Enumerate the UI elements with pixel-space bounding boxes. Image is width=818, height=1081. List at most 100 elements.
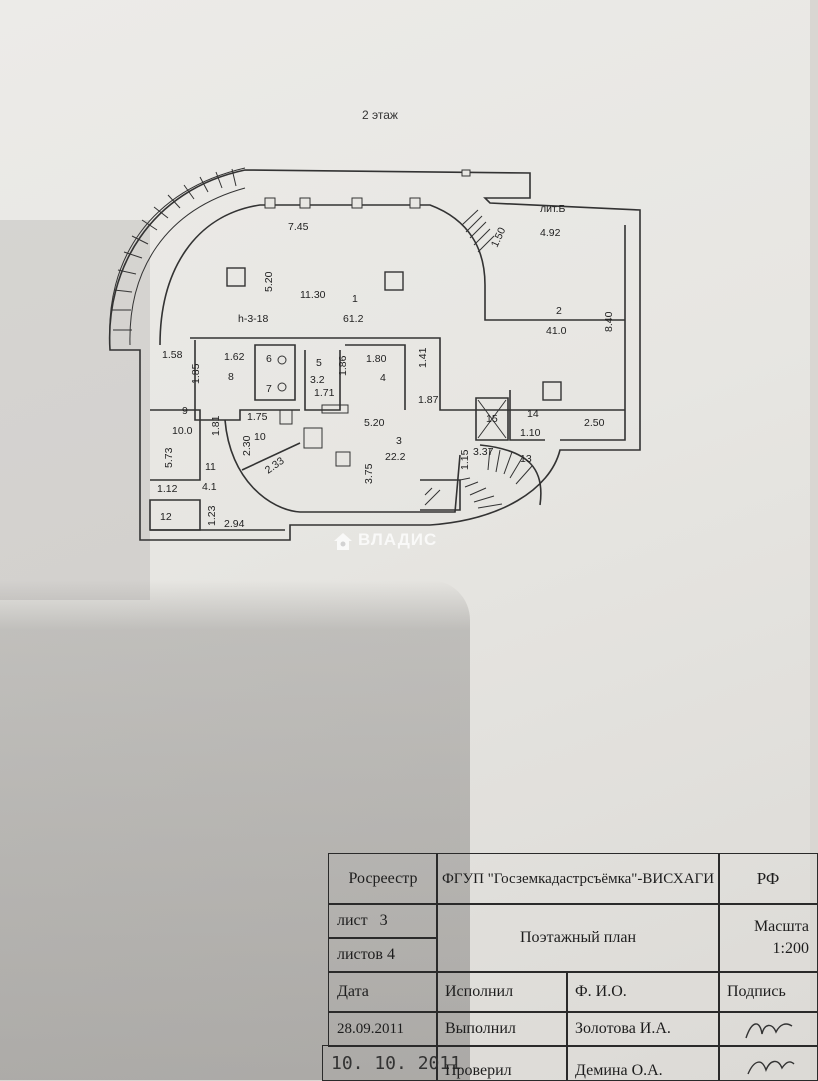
- dim-3-37: 3.37: [473, 446, 494, 458]
- room-4-number: 4: [380, 372, 386, 384]
- room-15-cross: [477, 399, 507, 439]
- columns: [226, 267, 562, 401]
- scale-label: Масшта: [753, 917, 809, 935]
- row2-name: Демина О.А.: [575, 1062, 663, 1079]
- dim-4-92: 4.92: [540, 227, 561, 239]
- dim-1-10: 1.10: [520, 427, 541, 439]
- sheet-value: 3: [379, 912, 388, 929]
- row2-name-cell: Демина О.А.: [566, 1045, 720, 1081]
- stair-landing: [420, 479, 461, 511]
- row2-date: 10. 10. 2011: [331, 1052, 462, 1074]
- curved-hall-3: [224, 419, 461, 513]
- room-12-number: 12: [160, 511, 172, 523]
- scale-cell: Масшта 1:200: [718, 903, 818, 973]
- outer-wall: [108, 169, 641, 541]
- room-8-number: 8: [228, 371, 234, 383]
- dim-1-80: 1.80: [366, 353, 387, 365]
- room-14-number: 14: [527, 408, 539, 420]
- fixtures: [277, 355, 351, 467]
- row2-role-cell: Проверил: [436, 1045, 568, 1081]
- partition-toilets: [254, 344, 296, 401]
- dim-1-12: 1.12: [157, 483, 178, 495]
- partition-4: [345, 344, 406, 410]
- room-11-area: 4.1: [202, 481, 217, 493]
- dim-2-94: 2.94: [224, 518, 245, 530]
- diagonal-wall: [241, 442, 301, 471]
- row1-date-cell: 28.09.2011: [328, 1011, 438, 1047]
- sheets-label: листов: [337, 946, 383, 963]
- dim-1-62: 1.62: [224, 351, 245, 363]
- name-header: Ф. И.О.: [575, 983, 627, 1000]
- row2-role: Проверил: [445, 1062, 512, 1079]
- room-15-number: 15: [486, 413, 498, 425]
- building-label: лит.Б: [540, 203, 566, 215]
- country-cell: РФ: [718, 853, 818, 905]
- room-5-area: 3.2: [310, 374, 325, 386]
- room-9-area: 10.0: [172, 425, 193, 437]
- partition-upper: [190, 337, 625, 411]
- dim-2-50: 2.50: [584, 417, 605, 429]
- room-11-number: 11: [205, 461, 216, 473]
- sheet-label: лист: [337, 912, 368, 929]
- row1-name-cell: Золотова И.А.: [566, 1011, 720, 1047]
- dim-1-86: 1.86: [337, 355, 349, 376]
- partition-right: [560, 225, 626, 441]
- org-left: Росреестр: [348, 870, 418, 887]
- org-main-cell: ФГУП "Госземкадастрсъёмка"-ВИСХАГИ: [436, 853, 720, 905]
- floor-title: 2 этаж: [362, 108, 398, 122]
- sheet-cell: лист 3: [328, 903, 438, 939]
- dim-1-81: 1.81: [210, 415, 222, 436]
- name-header-cell: Ф. И.О.: [566, 971, 720, 1013]
- room-1-number: 1: [352, 293, 358, 305]
- row1-role: Выполнил: [445, 1020, 516, 1037]
- sign-header: Подпись: [727, 983, 786, 1000]
- hall-inner-wall: [159, 204, 625, 346]
- dim-1-41: 1.41: [417, 347, 429, 368]
- partition-left-stack: [150, 409, 201, 481]
- dim-1-71: 1.71: [314, 387, 335, 399]
- dim-1-23: 1.23: [206, 505, 218, 526]
- row1-date: 28.09.2011: [337, 1020, 404, 1037]
- dim-1-75: 1.75: [247, 411, 268, 423]
- watermark-text: ВЛАДИС: [358, 530, 438, 549]
- spiral-staircase-right: [424, 447, 533, 509]
- dim-3-75: 3.75: [363, 463, 375, 484]
- dim-1-85: 1.85: [190, 363, 202, 384]
- room-13-number: 13: [520, 453, 532, 465]
- room-10-number: 10: [254, 431, 266, 443]
- stair-hatch-top: [461, 209, 495, 253]
- row1-name: Золотова И.А.: [575, 1020, 671, 1037]
- role-header-cell: Исполнил: [436, 971, 568, 1013]
- title-block: Росреестр ФГУП "Госземкадастрсъёмка"-ВИС…: [322, 853, 818, 1081]
- scale-value: 1:200: [772, 940, 809, 957]
- dim-1-15: 1.15: [459, 449, 471, 470]
- sheets-value: 4: [386, 946, 395, 963]
- date-header-cell: Дата: [328, 971, 438, 1013]
- row1-role-cell: Выполнил: [436, 1011, 568, 1047]
- room-7-number: 7: [266, 383, 272, 395]
- doc-title-cell: Поэтажный план: [436, 903, 720, 973]
- spiral-staircase-left: [109, 167, 246, 346]
- partition-left-rooms: [194, 340, 300, 421]
- sheets-cell: листов 4: [328, 937, 438, 973]
- watermark-house-icon: [334, 533, 352, 550]
- room-2-area: 41.0: [546, 325, 567, 337]
- dim-7-45: 7.45: [288, 221, 309, 233]
- dim-8-40: 8.40: [603, 311, 615, 332]
- dim-1-58: 1.58: [162, 349, 183, 361]
- row2-signature-cell: [718, 1045, 818, 1081]
- windows: [264, 169, 471, 209]
- stair-rail-right: [479, 444, 542, 506]
- org-left-cell: Росреестр: [328, 853, 438, 905]
- room-3-area: 22.2: [385, 451, 406, 463]
- dim-1-87: 1.87: [418, 394, 439, 406]
- partition-15: [475, 397, 509, 441]
- room-3-number: 3: [396, 435, 402, 447]
- country: РФ: [756, 869, 780, 888]
- signature-1: [745, 1023, 793, 1039]
- row2-date-cell: 10. 10. 2011: [322, 1045, 461, 1081]
- dim-11-30: 11.30: [300, 289, 326, 301]
- row1-signature-cell: [718, 1011, 818, 1047]
- dim-1-50: 1.50: [489, 226, 509, 250]
